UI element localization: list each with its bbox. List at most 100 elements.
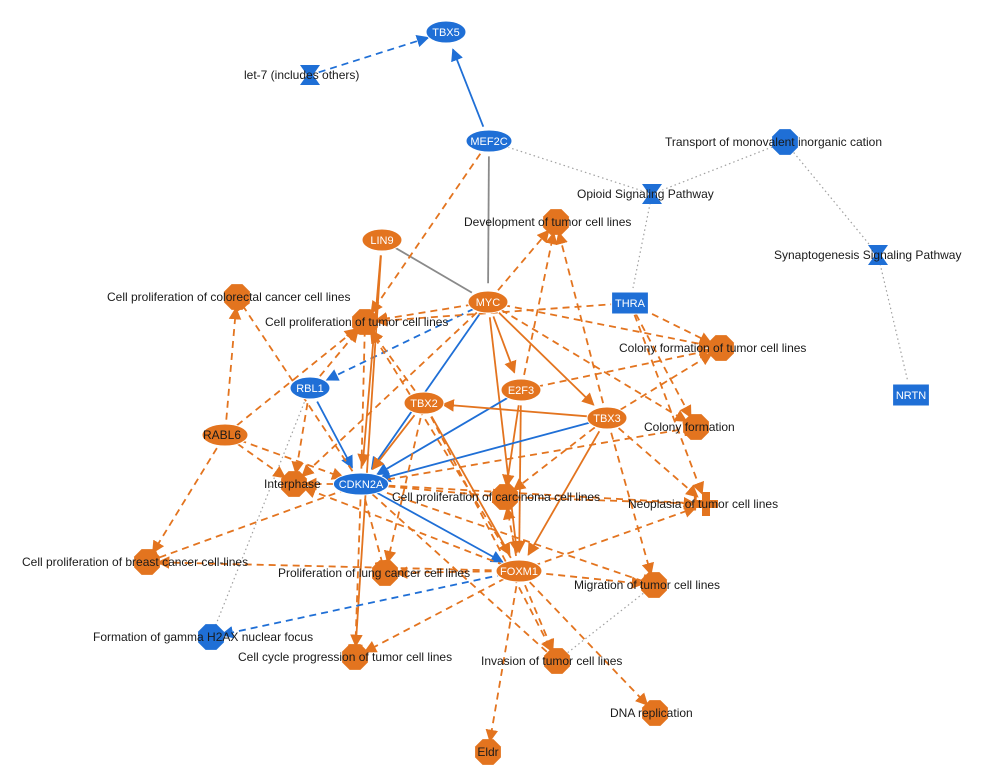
- node-nrtn[interactable]: NRTN: [892, 383, 930, 407]
- edge-foxm1-cptumor: [370, 330, 512, 559]
- edge-foxm1-cpcarc: [502, 506, 517, 557]
- edge-tbx2-foxm1: [430, 415, 511, 556]
- node-cptumor[interactable]: Cell proliferation of tumor cell lines: [265, 309, 448, 335]
- edge-e2f3-foxm1: [513, 405, 526, 554]
- node-neoplasia[interactable]: Neoplasia of tumor cell lines: [628, 492, 778, 516]
- node-dnarep[interactable]: DNA replication: [610, 700, 693, 726]
- node-shape-dnarep: [642, 700, 668, 726]
- node-label-opioid: Opioid Signaling Pathway: [577, 187, 714, 201]
- node-label-migration: Migration of tumor cell lines: [574, 578, 720, 592]
- node-label-nrtn: NRTN: [896, 390, 926, 402]
- node-colony[interactable]: Colony formation: [644, 414, 735, 440]
- edge-lin9-cdkn2a: [357, 255, 382, 467]
- edge-myc-devtumor: [497, 229, 550, 291]
- edge-opioid-thra: [632, 202, 651, 289]
- node-synapto[interactable]: Synaptogenesis Signaling Pathway: [774, 245, 961, 265]
- node-myc[interactable]: MYC: [467, 290, 509, 314]
- edge-tbx3-migration: [610, 432, 654, 576]
- node-shape-invasion: [544, 648, 570, 674]
- edge-rabl6-cptumor: [236, 328, 358, 427]
- edge-tbx3-neoplasia: [618, 427, 699, 498]
- node-devtumor[interactable]: Development of tumor cell lines: [464, 209, 631, 235]
- node-tbx5[interactable]: TBX5: [425, 20, 467, 44]
- node-label-neoplasia: Neoplasia of tumor cell lines: [628, 497, 778, 511]
- edge-mef2c-opioid: [503, 145, 642, 192]
- node-rbl1[interactable]: RBL1: [289, 376, 331, 400]
- edges-layer: [152, 35, 909, 743]
- node-label-let7: let-7 (includes others): [244, 68, 359, 82]
- node-label-synapto: Synaptogenesis Signaling Pathway: [774, 248, 961, 262]
- node-opioid[interactable]: Opioid Signaling Pathway: [577, 184, 714, 204]
- edge-rabl6-cpcolo: [225, 306, 242, 420]
- node-cpbreast[interactable]: Cell proliferation of breast cancer cell…: [22, 549, 248, 575]
- node-label-interphase: Interphase: [264, 477, 321, 491]
- edge-tbx3-cdkn2a: [377, 421, 593, 483]
- node-e2f3[interactable]: E2F3: [500, 378, 542, 402]
- node-tbx3[interactable]: TBX3: [586, 406, 628, 430]
- node-let7[interactable]: let-7 (includes others): [244, 65, 359, 85]
- node-label-foxm1: FOXM1: [500, 566, 538, 578]
- edge-synapto-nrtn: [879, 263, 909, 381]
- node-label-cdkn2a: CDKN2A: [339, 479, 384, 491]
- node-shape-rbl1: [289, 376, 331, 400]
- node-prolung[interactable]: Proliferation of lung cancer cell lines: [278, 560, 470, 586]
- edge-migration-invasion: [565, 590, 648, 655]
- node-label-devtumor: Development of tumor cell lines: [464, 215, 631, 229]
- node-shape-tbx3: [586, 406, 628, 430]
- node-tbx2[interactable]: TBX2: [403, 391, 445, 415]
- edge-e2f3-colonyform: [535, 346, 712, 388]
- edge-mef2c-myc: [487, 156, 490, 284]
- edge-mef2c-cptumor: [370, 153, 482, 314]
- node-cellcycle[interactable]: Cell cycle progression of tumor cell lin…: [238, 644, 452, 670]
- node-eldr[interactable]: Eldr: [475, 739, 501, 765]
- node-label-cptumor: Cell proliferation of tumor cell lines: [265, 315, 448, 329]
- node-label-tbx5: TBX5: [432, 27, 460, 39]
- node-foxm1[interactable]: FOXM1: [495, 559, 543, 583]
- node-label-rabl6: RABL6: [203, 428, 241, 442]
- node-cpcarc[interactable]: Cell proliferation of carcinoma cell lin…: [392, 484, 600, 510]
- node-shape-cellcycle: [342, 644, 368, 670]
- node-shape-myc: [467, 290, 509, 314]
- node-shape-cpcolo: [224, 284, 250, 310]
- edge-cdkn2a-cpcarc: [376, 484, 497, 504]
- edge-myc-e2f3: [492, 316, 517, 374]
- node-label-colony: Colony formation: [644, 420, 735, 434]
- node-transport[interactable]: Transport of monovalent inorganic cation: [665, 129, 882, 155]
- node-rabl6[interactable]: RABL6: [201, 423, 249, 447]
- edge-myc-foxm1: [488, 317, 522, 554]
- node-shape-e2f3: [500, 378, 542, 402]
- node-label-prolung: Proliferation of lung cancer cell lines: [278, 566, 470, 580]
- edge-e2f3-cpcarc: [502, 405, 520, 488]
- node-colonyform[interactable]: Colony formation of tumor cell lines: [619, 335, 806, 361]
- edge-foxm1-gammah2ax: [220, 573, 505, 639]
- node-shape-let7: [300, 65, 320, 85]
- edge-rabl6-interphase: [237, 443, 287, 479]
- node-label-transport: Transport of monovalent inorganic cation: [665, 135, 882, 149]
- edge-rabl6-cpbreast: [152, 447, 218, 554]
- node-shape-devtumor: [543, 209, 569, 235]
- node-shape-thra: [611, 291, 649, 315]
- node-migration[interactable]: Migration of tumor cell lines: [574, 572, 720, 598]
- node-shape-colony: [683, 414, 709, 440]
- node-cpcolo[interactable]: Cell proliferation of colorectal cancer …: [107, 284, 350, 310]
- node-lin9[interactable]: LIN9: [361, 228, 403, 252]
- node-label-cellcycle: Cell cycle progression of tumor cell lin…: [238, 650, 452, 664]
- edge-transport-opioid: [662, 144, 777, 191]
- node-cdkn2a[interactable]: CDKN2A: [332, 472, 390, 496]
- edge-myc-rbl1: [325, 307, 475, 381]
- node-thra[interactable]: THRA: [611, 291, 649, 315]
- edge-myc-interphase: [301, 311, 478, 478]
- node-interphase[interactable]: Interphase: [264, 471, 321, 497]
- node-shape-eldr: [475, 739, 501, 765]
- node-label-tbx3: TBX3: [593, 413, 621, 425]
- node-mef2c[interactable]: MEF2C: [465, 129, 513, 153]
- edge-tbx3-foxm1: [527, 430, 601, 556]
- node-invasion[interactable]: Invasion of tumor cell lines: [481, 648, 622, 674]
- node-label-myc: MYC: [476, 297, 501, 309]
- node-label-dnarep: DNA replication: [610, 706, 693, 720]
- node-label-thra: THRA: [615, 298, 646, 310]
- node-shape-cptumor: [352, 309, 378, 335]
- node-shape-cdkn2a: [332, 472, 390, 496]
- node-gammah2ax[interactable]: Formation of gamma H2AX nuclear focus: [93, 624, 313, 650]
